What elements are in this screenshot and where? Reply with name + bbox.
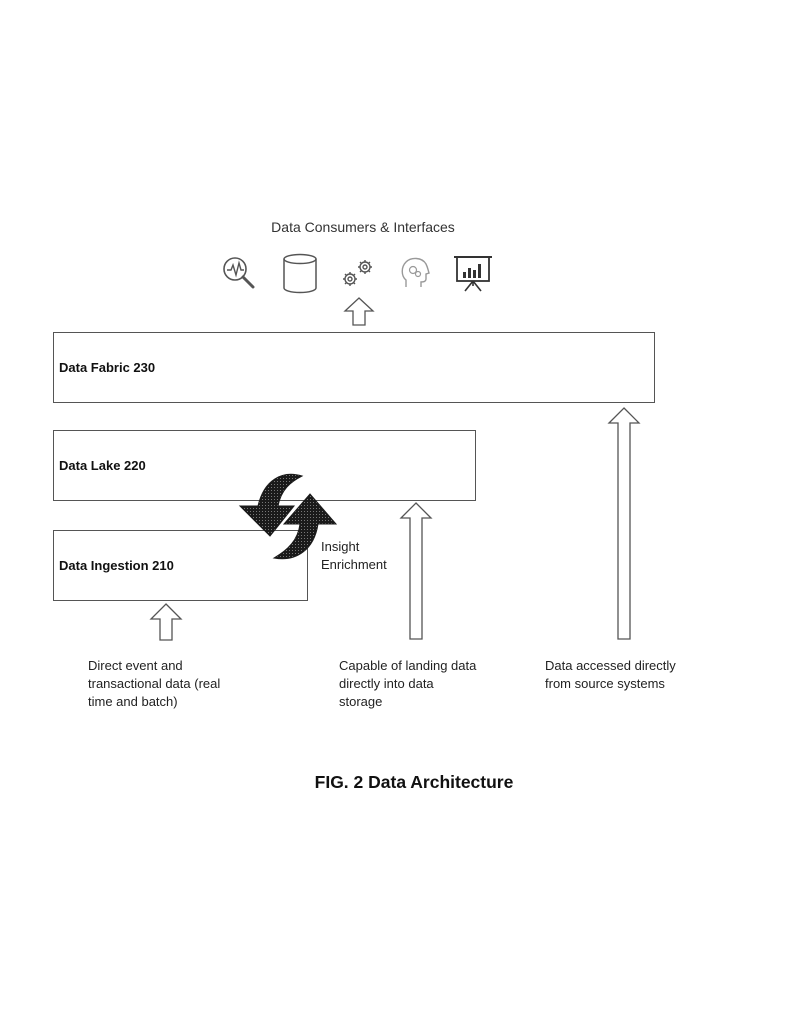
data-ingestion-label: Data Ingestion 210: [59, 558, 174, 573]
insight-enrichment-label: Insight Enrichment: [321, 539, 387, 572]
source-systems-arrow: [607, 407, 641, 640]
data-ingestion-layer: Data Ingestion 210: [53, 530, 308, 601]
data-fabric-label: Data Fabric 230: [59, 360, 156, 375]
figure-caption: FIG. 2 Data Architecture: [314, 772, 514, 792]
landing-data-arrow: [399, 502, 433, 640]
direct-event-arrow: [149, 603, 183, 641]
presentation-chart-icon: [454, 256, 492, 292]
landing-data-note: Capable of landing data directly into da…: [339, 658, 477, 709]
direct-event-note: Direct event and transactional data (rea…: [88, 658, 221, 709]
analytics-search-icon: [223, 257, 255, 289]
data-fabric-layer: Data Fabric 230: [53, 332, 655, 403]
fabric-to-consumers-arrow: [343, 297, 375, 326]
insight-enrichment-cycle-arrows: [238, 473, 338, 560]
source-systems-note: Data accessed directly from source syste…: [545, 658, 676, 691]
database-icon: [283, 253, 317, 294]
consumers-title: Data Consumers & Interfaces: [271, 219, 455, 235]
ai-head-icon: [401, 257, 430, 287]
gears-icon: [343, 260, 372, 286]
data-lake-label: Data Lake 220: [59, 458, 146, 473]
